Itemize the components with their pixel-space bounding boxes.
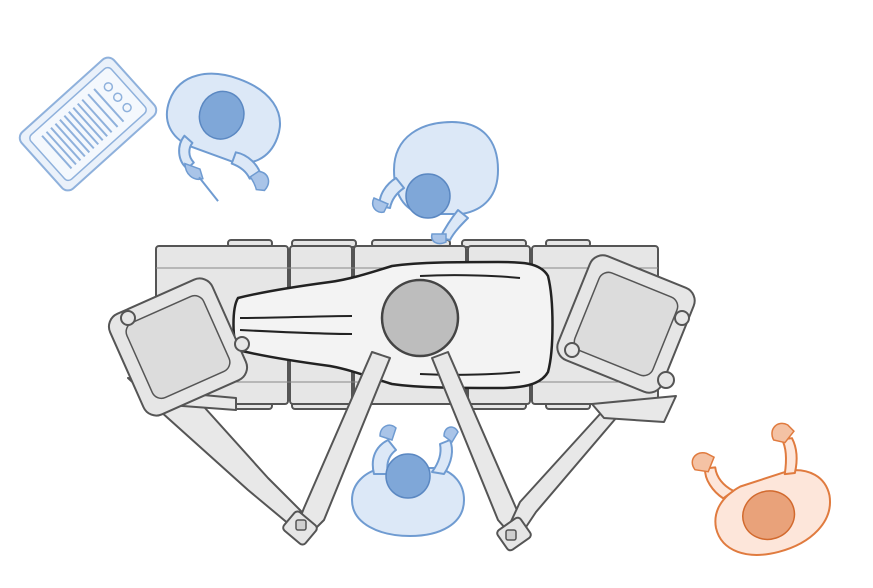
instrument-tray <box>18 56 158 192</box>
console-surgeon <box>691 422 831 556</box>
instrument-set <box>41 82 132 170</box>
assistant-top <box>372 121 499 245</box>
scrub-nurse <box>165 72 281 202</box>
assistant-bottom <box>351 424 465 537</box>
robot-arms <box>149 351 629 552</box>
robot-cart-left <box>107 277 250 417</box>
robot-cart-right <box>556 254 696 423</box>
robot-column <box>380 278 460 358</box>
